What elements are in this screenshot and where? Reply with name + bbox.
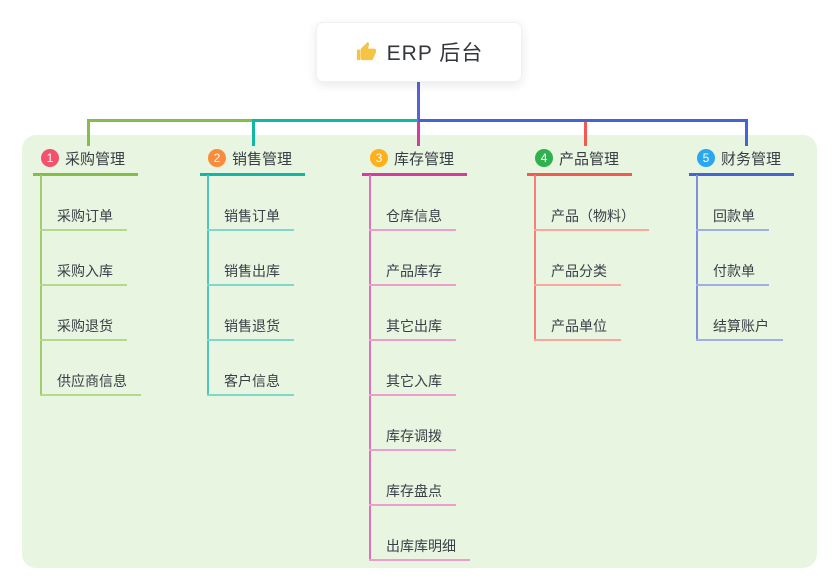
branch-3-title: 库存管理: [394, 150, 455, 168]
branch-2-drop-line: [252, 119, 255, 146]
trunk-segment-midleft: [252, 119, 418, 122]
thumbs-up-icon: [355, 41, 378, 64]
child-node[interactable]: 产品库存: [369, 258, 456, 286]
child-node[interactable]: 库存调拨: [369, 423, 456, 451]
child-node[interactable]: 出库库明细: [369, 533, 470, 561]
branch-5-rail-line: [696, 175, 698, 341]
branch-3-number-badge: 3: [370, 149, 388, 167]
child-node[interactable]: 客户信息: [207, 368, 294, 396]
child-node[interactable]: 采购退货: [40, 313, 127, 341]
branch-node-1[interactable]: 1 采购管理: [33, 146, 139, 176]
branch-3-rail-line: [369, 175, 371, 561]
child-node[interactable]: 销售订单: [207, 203, 294, 231]
trunk-segment-left: [87, 119, 252, 122]
child-node[interactable]: 采购订单: [40, 203, 127, 231]
branch-5-drop-line: [745, 119, 748, 146]
branch-1-number-badge: 1: [41, 149, 59, 167]
branch-4-number-badge: 4: [535, 149, 553, 167]
branch-node-5[interactable]: 5 财务管理: [689, 146, 795, 176]
branch-node-4[interactable]: 4 产品管理: [527, 146, 633, 176]
child-node[interactable]: 其它入库: [369, 368, 456, 396]
child-node[interactable]: 结算账户: [696, 313, 783, 341]
child-node[interactable]: 采购入库: [40, 258, 127, 286]
child-node[interactable]: 付款单: [696, 258, 769, 286]
branches-panel: [22, 135, 817, 568]
branch-4-title: 产品管理: [559, 150, 620, 168]
branch-5-title: 财务管理: [721, 150, 782, 168]
child-node[interactable]: 库存盘点: [369, 478, 456, 506]
child-node[interactable]: 其它出库: [369, 313, 456, 341]
root-node-label: ERP 后台: [386, 42, 484, 65]
branch-node-2[interactable]: 2 销售管理: [200, 146, 306, 176]
branch-5-number-badge: 5: [697, 149, 715, 167]
branch-node-3[interactable]: 3 库存管理: [362, 146, 468, 176]
child-node[interactable]: 回款单: [696, 203, 769, 231]
branch-4-drop-line: [584, 119, 587, 146]
branch-3-drop-line: [417, 119, 420, 146]
child-node[interactable]: 产品分类: [534, 258, 621, 286]
branch-2-number-badge: 2: [208, 149, 226, 167]
child-node[interactable]: 仓库信息: [369, 203, 456, 231]
root-connector-line: [417, 82, 420, 122]
child-node[interactable]: 销售出库: [207, 258, 294, 286]
child-node[interactable]: 销售退货: [207, 313, 294, 341]
child-node[interactable]: 供应商信息: [40, 368, 141, 396]
branch-2-title: 销售管理: [232, 150, 293, 168]
branch-4-rail-line: [534, 175, 536, 341]
child-node[interactable]: 产品单位: [534, 313, 621, 341]
root-node[interactable]: ERP 后台: [316, 22, 522, 82]
branch-1-title: 采购管理: [65, 150, 126, 168]
child-node[interactable]: 产品（物料）: [534, 203, 649, 231]
branch-1-drop-line: [87, 119, 90, 146]
trunk-segment-right: [418, 119, 748, 122]
